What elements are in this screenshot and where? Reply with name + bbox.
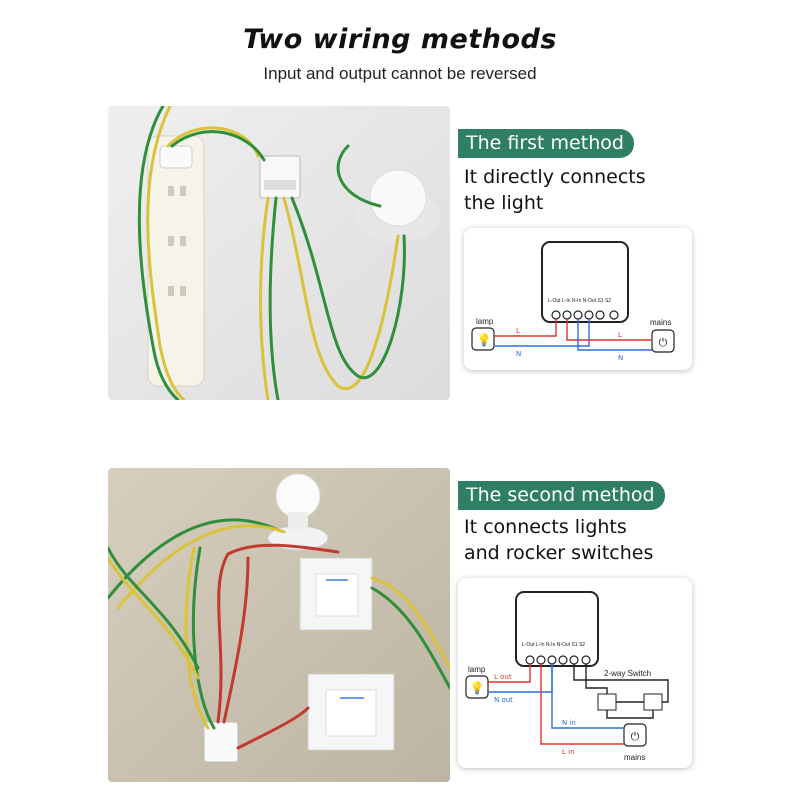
desc-line-1: It directly connects [464, 166, 646, 188]
wire-label-l-in: L in [562, 748, 575, 756]
wire-label-l1: L [516, 327, 520, 335]
wire-label-l-out: L out [494, 673, 512, 681]
wire-label-n1: N [516, 350, 521, 358]
page-title: Two wiring methods [243, 24, 557, 55]
wire-label-l2: L [618, 331, 622, 339]
badge-first-method: The first method [458, 129, 634, 158]
wire-label-n2: N [618, 354, 623, 362]
wiring-diagram-second: L-Out L-In N-In N-Out S1 S2 💡 lamp 2-way… [458, 578, 692, 768]
terminal-labels: L-Out L-In N-In N-Out S1 S2 [548, 298, 611, 304]
wire-label-n-out: N out [494, 696, 513, 704]
lamp-label: lamp [476, 317, 494, 326]
photo-second-method [108, 468, 450, 782]
desc-line-2: the light [464, 192, 544, 214]
lamp-label: lamp [468, 665, 486, 674]
page-subtitle: Input and output cannot be reversed [263, 64, 537, 83]
wire-label-n-in: N in [562, 719, 576, 727]
wiring-diagram-first: L-Out L-In N-In N-Out S1 S2 💡 lamp ⏻ mai… [464, 228, 692, 370]
mains-label: mains [624, 753, 645, 762]
desc-second-method: It connects lights and rocker switches [464, 514, 653, 566]
desc-line-2: and rocker switches [464, 542, 654, 564]
lamp-icon: 💡 [470, 681, 485, 695]
plug-icon: ⏻ [631, 730, 640, 743]
lamp-icon: 💡 [477, 333, 492, 347]
terminal-labels: L-Out L-In N-In N-Out S1 S2 [522, 642, 585, 648]
switch-label: 2-way Switch [604, 669, 651, 678]
desc-line-1: It connects lights [464, 516, 627, 538]
photo-first-method [108, 106, 450, 400]
desc-first-method: It directly connects the light [464, 164, 646, 216]
mains-label: mains [650, 318, 671, 327]
badge-second-method: The second method [458, 481, 665, 510]
plug-icon: ⏻ [659, 336, 668, 349]
